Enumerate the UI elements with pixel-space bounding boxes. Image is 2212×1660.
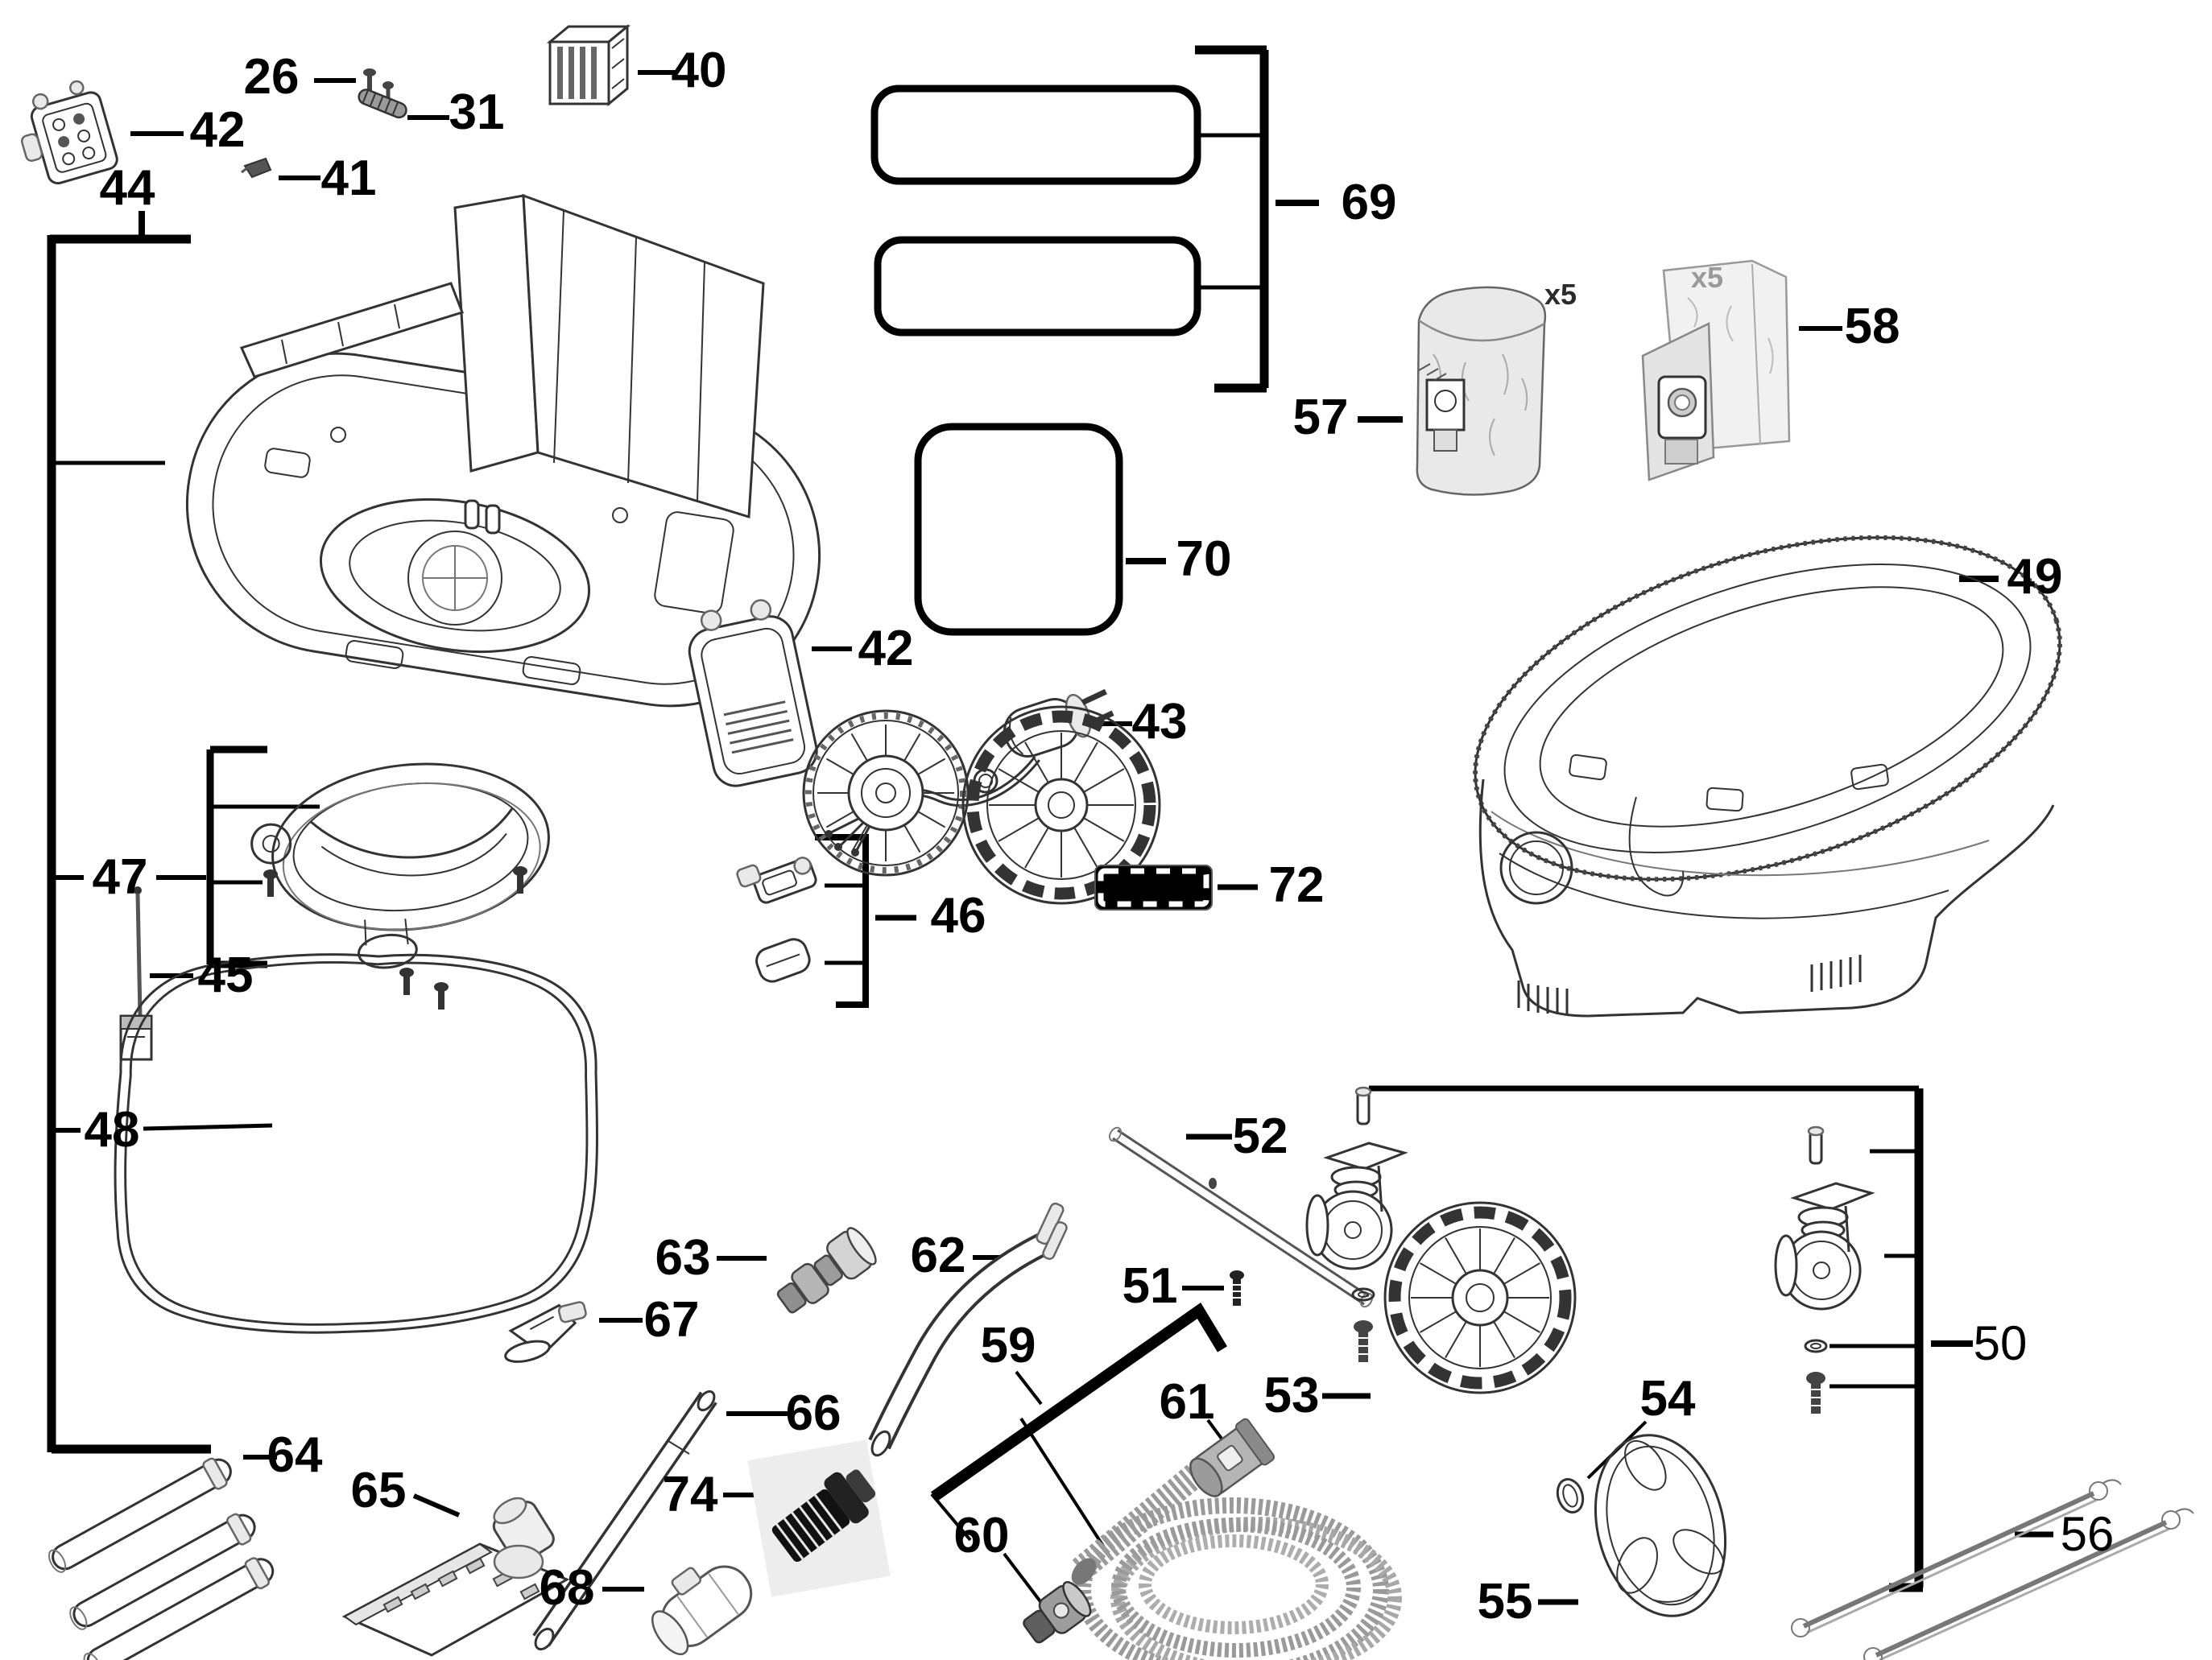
part-label-68: 68: [539, 1560, 595, 1616]
label-plates-69: [870, 85, 1201, 337]
part-label-70: 70: [1176, 531, 1232, 587]
part-label-49: 49: [2007, 549, 2063, 605]
part-label-48: 48: [84, 1102, 140, 1158]
suction-hose-59: [1071, 1456, 1402, 1660]
label-plate-70: [914, 423, 1123, 636]
leader-lines: [47, 45, 2053, 1605]
part-label-55: 55: [1477, 1574, 1533, 1629]
rear-wheel-53: [1383, 1201, 1577, 1394]
mid-wheel: [961, 705, 1161, 905]
o-ring-54: [1556, 1477, 1585, 1514]
part-label-42-top: 42: [189, 102, 246, 158]
threaded-connector-74: [747, 1439, 891, 1597]
flat-tube-66: [532, 1390, 717, 1651]
connector-63: [776, 1227, 877, 1314]
part-label-59: 59: [980, 1318, 1036, 1373]
part-label-41: 41: [320, 151, 377, 206]
part-label-72: 72: [1268, 857, 1325, 913]
caster-b: [1774, 1125, 1875, 1414]
vented-cover-42-mid: [688, 599, 818, 787]
tank-49: [1473, 535, 2062, 1018]
filter-cartridge-40: [546, 23, 631, 107]
rubber-piece-41: [241, 157, 272, 179]
part-label-63: 63: [655, 1230, 711, 1286]
part-label-53: 53: [1263, 1368, 1320, 1423]
motor-cover-screws-47: [263, 866, 527, 1010]
part-label-52: 52: [1232, 1109, 1288, 1164]
screw-51: [1230, 1270, 1244, 1306]
adapter-68: [651, 1565, 753, 1656]
part-label-46: 46: [930, 888, 986, 944]
part-label-62: 62: [910, 1228, 966, 1283]
tie-rods-56: [1791, 1479, 2194, 1660]
part-label-43: 43: [1131, 694, 1188, 749]
part-label-44: 44: [99, 160, 155, 216]
extension-tubes-64: [48, 1457, 275, 1660]
part-label-42-mid: 42: [858, 621, 914, 676]
part-label-66: 66: [785, 1385, 841, 1441]
part-label-60: 60: [953, 1508, 1010, 1563]
spring-31: [358, 89, 407, 119]
part-label-69: 69: [1341, 175, 1397, 230]
part-label-74: 74: [662, 1467, 718, 1522]
part-label-61: 61: [1159, 1374, 1215, 1430]
part-label-26: 26: [243, 49, 300, 105]
hose-connector-60: [1023, 1581, 1092, 1644]
seal-strip-72: [1094, 865, 1213, 911]
cord-clamp-kit-46: [736, 857, 817, 983]
motor-cover-47: [250, 762, 550, 969]
small-nozzle-67: [504, 1301, 587, 1363]
filter-holder-42-top: [20, 80, 118, 185]
part-label-47: 47: [92, 849, 148, 905]
quantity-badge-58: x5: [1690, 261, 1724, 294]
part-label-65: 65: [350, 1463, 407, 1518]
seal-ring-48: [114, 953, 599, 1334]
wheel-cap-55: [1594, 1434, 1727, 1617]
part-label-45: 45: [197, 948, 254, 1003]
fleece-bag-58: [1641, 259, 1791, 481]
part-label-31: 31: [449, 85, 505, 140]
hose-connector-61: [1189, 1418, 1276, 1497]
part-label-50: 50: [1973, 1316, 2028, 1370]
bent-tube-62: [868, 1202, 1068, 1457]
part-label-64: 64: [267, 1427, 323, 1483]
floor-nozzle-65: [341, 1497, 570, 1657]
part-label-54: 54: [1639, 1371, 1696, 1427]
part-label-56: 56: [2060, 1507, 2115, 1561]
fan-disc: [802, 709, 970, 877]
part-label-40: 40: [671, 43, 727, 98]
paper-bag-57: [1416, 286, 1547, 496]
upper-housing-44: [185, 193, 821, 708]
part-label-67: 67: [643, 1292, 700, 1348]
part-label-58: 58: [1844, 299, 1900, 354]
part-label-57: 57: [1292, 390, 1349, 445]
caster-a: [1305, 1086, 1408, 1362]
axle-52: [1108, 1126, 1374, 1308]
quantity-badge-57: x5: [1544, 278, 1577, 311]
part-label-51: 51: [1122, 1258, 1178, 1314]
